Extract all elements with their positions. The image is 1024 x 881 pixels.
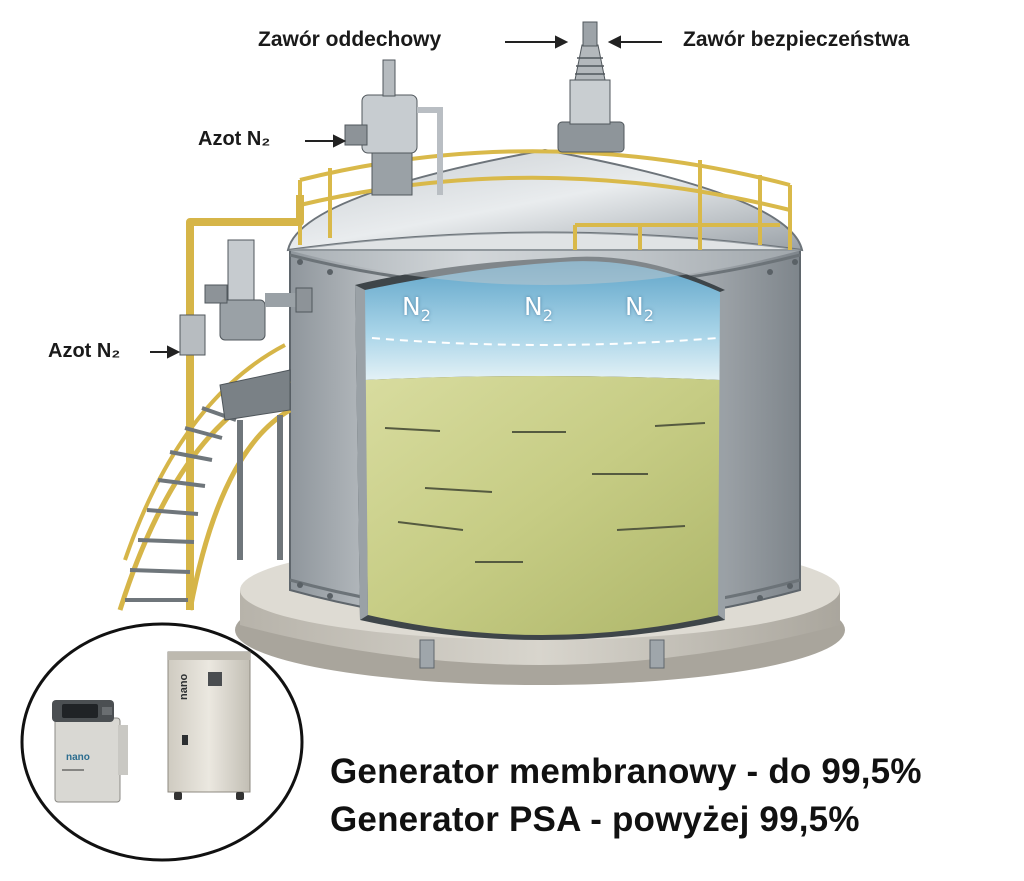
nitrogen-subscript: 2	[542, 306, 553, 325]
breather-valve	[344, 59, 443, 196]
nitrogen-pipe	[186, 195, 304, 610]
nitrogen-symbol: N	[625, 292, 644, 321]
nitrogen-subscript: 2	[643, 306, 654, 325]
generator-inset	[20, 622, 304, 862]
small-generator-brand: nano	[66, 752, 90, 763]
side-regulator	[179, 239, 313, 356]
cabinet-brand: nano	[178, 673, 190, 700]
tank-legs	[419, 639, 665, 669]
nitrogen-side-label: Azot N₂	[48, 340, 121, 362]
nitrogen-symbol: N	[402, 292, 421, 321]
tank-cutaway	[355, 256, 725, 640]
pointer-arrows	[150, 35, 662, 359]
nitrogen-top-label: Azot N₂	[198, 128, 271, 150]
nitrogen-symbol: N	[524, 292, 543, 321]
safety-valve	[557, 21, 625, 153]
staircase	[117, 343, 292, 611]
membrane-generator-unit	[52, 700, 128, 803]
nitrogen-blanket-label-1: N2	[402, 292, 431, 325]
nitrogen-blanket-label-2: N2	[524, 292, 553, 325]
membrane-generator-caption: Generator membranowy - do 99,5%	[330, 752, 922, 791]
psa-generator-cabinet	[167, 651, 251, 800]
nitrogen-blanket-label-3: N2	[625, 292, 654, 325]
breather-valve-label: Zawór oddechowy	[258, 28, 442, 51]
safety-valve-label: Zawór bezpieczeństwa	[683, 28, 910, 51]
psa-generator-caption: Generator PSA - powyżej 99,5%	[330, 800, 860, 839]
nitrogen-subscript: 2	[420, 306, 431, 325]
